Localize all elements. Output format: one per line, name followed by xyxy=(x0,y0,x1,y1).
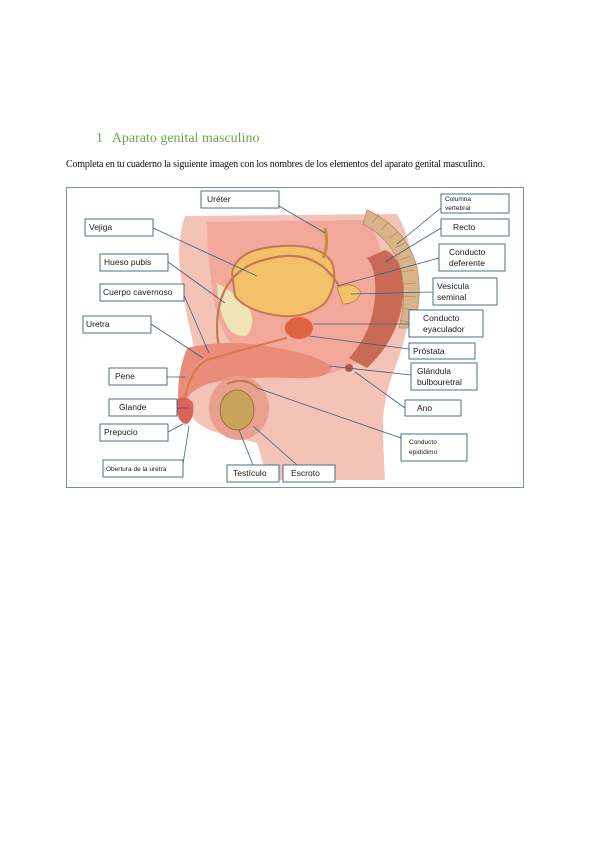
label-cuerpo-cavernoso: Cuerpo cavernoso xyxy=(100,284,184,301)
section-number: 1 xyxy=(96,131,103,146)
svg-text:Prepucio: Prepucio xyxy=(104,427,138,437)
svg-text:Ano: Ano xyxy=(417,403,432,413)
svg-text:Próstata: Próstata xyxy=(413,346,445,356)
label-ureter: Uréter xyxy=(201,191,279,208)
label-conducto-eyaculador: Conducto eyaculador xyxy=(409,310,483,337)
svg-text:Obertura de la uretra: Obertura de la uretra xyxy=(106,466,167,473)
prostate xyxy=(285,317,313,339)
svg-text:Conducto: Conducto xyxy=(409,439,437,446)
svg-text:Uretra: Uretra xyxy=(86,319,110,329)
svg-text:Escroto: Escroto xyxy=(291,468,320,478)
label-glande: Glande xyxy=(109,399,177,416)
label-uretra: Uretra xyxy=(83,316,151,333)
svg-text:Vejiga: Vejiga xyxy=(89,222,112,232)
svg-text:Cuerpo cavernoso: Cuerpo cavernoso xyxy=(103,287,173,297)
label-prepucio: Prepucio xyxy=(100,424,168,441)
svg-text:Testículo: Testículo xyxy=(233,468,267,478)
svg-text:bulbouretral: bulbouretral xyxy=(417,377,462,387)
svg-text:seminal: seminal xyxy=(437,292,466,302)
svg-text:Columna: Columna xyxy=(445,196,471,203)
anatomy-illustration: Uréter Columna vertebral Recto Vejiga Co… xyxy=(67,188,523,487)
instruction-text: Completa en tu cuaderno la siguiente ima… xyxy=(66,158,506,172)
svg-text:vertebral: vertebral xyxy=(445,205,471,212)
label-pene: Pene xyxy=(109,368,167,385)
label-vesicula-seminal: Vesícula seminal xyxy=(433,278,497,305)
svg-text:Conducto: Conducto xyxy=(423,313,460,323)
svg-text:Pene: Pene xyxy=(115,371,135,381)
svg-text:epidídimo: epidídimo xyxy=(409,449,438,456)
svg-text:eyaculador: eyaculador xyxy=(423,324,465,334)
svg-text:Conducto: Conducto xyxy=(449,247,486,257)
label-prostata: Próstata xyxy=(409,343,475,359)
label-conducto-deferente: Conducto deferente xyxy=(439,244,505,271)
label-conducto-epididimo: Conducto epidídimo xyxy=(401,434,467,461)
label-testiculo: Testículo xyxy=(227,465,279,482)
svg-text:Glande: Glande xyxy=(119,402,147,412)
testicle xyxy=(220,390,254,430)
section-title: Aparato genital masculino xyxy=(112,131,260,146)
label-vejiga: Vejiga xyxy=(85,219,153,236)
svg-text:Vesícula: Vesícula xyxy=(437,281,469,291)
label-hueso-pubis: Hueso pubis xyxy=(100,254,168,271)
label-ano: Ano xyxy=(405,400,461,416)
anatomy-figure: Uréter Columna vertebral Recto Vejiga Co… xyxy=(66,187,524,488)
svg-text:Glándula: Glándula xyxy=(417,366,451,376)
label-ureter-text: Uréter xyxy=(207,194,231,204)
label-obertura-uretra: Obertura de la uretra xyxy=(103,460,183,477)
section-heading: 1 Aparato genital masculino xyxy=(96,131,259,147)
label-escroto: Escroto xyxy=(283,465,335,482)
label-recto: Recto xyxy=(441,219,509,236)
svg-text:deferente: deferente xyxy=(449,258,485,268)
glans xyxy=(177,397,194,424)
label-columna-vertebral: Columna vertebral xyxy=(441,194,509,213)
svg-text:Recto: Recto xyxy=(453,222,475,232)
label-glandula-bulbouretral: Glándula bulbouretral xyxy=(411,363,477,390)
svg-text:Hueso pubis: Hueso pubis xyxy=(104,257,151,267)
